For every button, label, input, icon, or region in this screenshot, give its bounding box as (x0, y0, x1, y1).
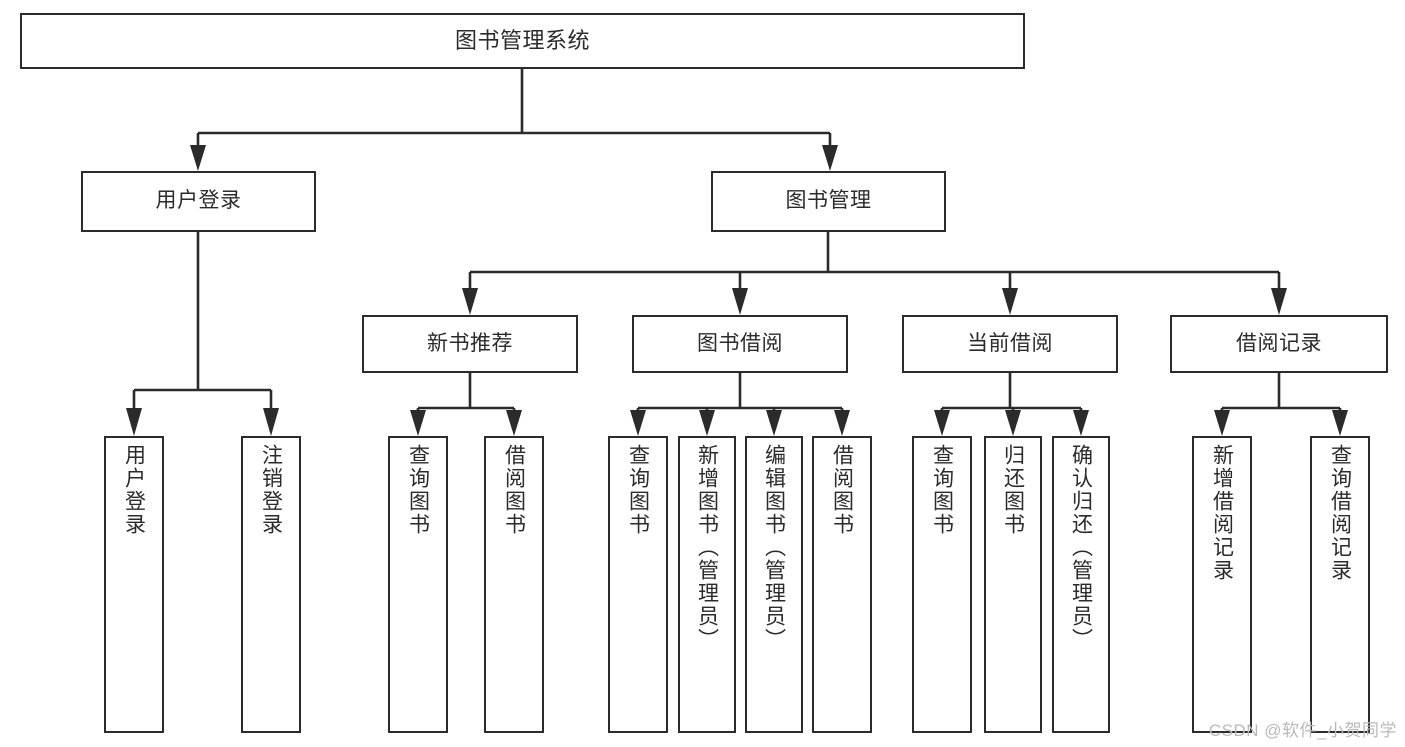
node-root-label: 图书管理系统 (454, 28, 590, 54)
node-new-book-recommend-label: 新书推荐 (427, 331, 513, 355)
node-leaf-query-book-cur[interactable]: 查询图书 (912, 436, 972, 733)
node-leaf-query-book-rec-label: 查询图书 (406, 444, 430, 536)
node-book-manage-label: 图书管理 (785, 189, 872, 213)
node-leaf-query-book-cur-label: 查询图书 (930, 444, 954, 536)
node-book-borrow[interactable]: 图书借阅 (632, 315, 848, 373)
node-leaf-add-record-label: 新增借阅记录 (1210, 444, 1234, 582)
node-leaf-edit-book[interactable]: 编辑图书（管理员） (745, 436, 803, 733)
node-leaf-return-book-label: 归还图书 (1001, 444, 1025, 536)
node-borrow-record[interactable]: 借阅记录 (1170, 315, 1388, 373)
node-leaf-user-login[interactable]: 用户登录 (104, 436, 164, 733)
node-book-borrow-label: 图书借阅 (697, 331, 783, 355)
node-leaf-borrow-book[interactable]: 借阅图书 (812, 436, 872, 733)
node-leaf-borrow-book-rec[interactable]: 借阅图书 (484, 436, 544, 733)
edge-borrowrecord-to-leaves (1214, 373, 1348, 436)
edge-bookmanage-to-level2 (462, 232, 1287, 315)
node-root[interactable]: 图书管理系统 (20, 13, 1025, 69)
node-leaf-logout[interactable]: 注销登录 (241, 436, 301, 733)
edge-root-to-level1 (190, 69, 838, 171)
edge-newbook-to-leaves (410, 373, 522, 436)
node-leaf-query-record[interactable]: 查询借阅记录 (1310, 436, 1370, 733)
node-leaf-add-book[interactable]: 新增图书（管理员） (678, 436, 736, 733)
node-leaf-add-record[interactable]: 新增借阅记录 (1192, 436, 1252, 733)
node-user-login-label: 用户登录 (155, 189, 242, 213)
edge-currentborrow-to-leaves (934, 373, 1089, 436)
node-new-book-recommend[interactable]: 新书推荐 (362, 315, 578, 373)
node-current-borrow-label: 当前借阅 (967, 331, 1053, 355)
node-leaf-query-book-borrow-label: 查询图书 (626, 444, 650, 536)
node-book-manage[interactable]: 图书管理 (711, 171, 946, 232)
node-leaf-add-book-label: 新增图书（管理员） (695, 444, 719, 651)
node-leaf-confirm-return[interactable]: 确认归还（管理员） (1052, 436, 1110, 733)
edge-userlogin-to-leaves (126, 232, 279, 436)
node-leaf-edit-book-label: 编辑图书（管理员） (762, 444, 786, 651)
node-leaf-query-record-label: 查询借阅记录 (1328, 444, 1352, 582)
node-user-login[interactable]: 用户登录 (81, 171, 316, 232)
node-leaf-user-login-label: 用户登录 (122, 444, 146, 536)
node-leaf-confirm-return-label: 确认归还（管理员） (1069, 444, 1093, 651)
node-leaf-query-book-borrow[interactable]: 查询图书 (608, 436, 668, 733)
node-leaf-return-book[interactable]: 归还图书 (984, 436, 1042, 733)
node-borrow-record-label: 借阅记录 (1236, 331, 1322, 355)
node-leaf-logout-label: 注销登录 (259, 444, 283, 536)
node-leaf-query-book-rec[interactable]: 查询图书 (388, 436, 448, 733)
node-current-borrow[interactable]: 当前借阅 (902, 315, 1118, 373)
edge-bookborrow-to-leaves (630, 373, 850, 436)
node-leaf-borrow-book-label: 借阅图书 (830, 444, 854, 536)
node-leaf-borrow-book-rec-label: 借阅图书 (502, 444, 526, 536)
